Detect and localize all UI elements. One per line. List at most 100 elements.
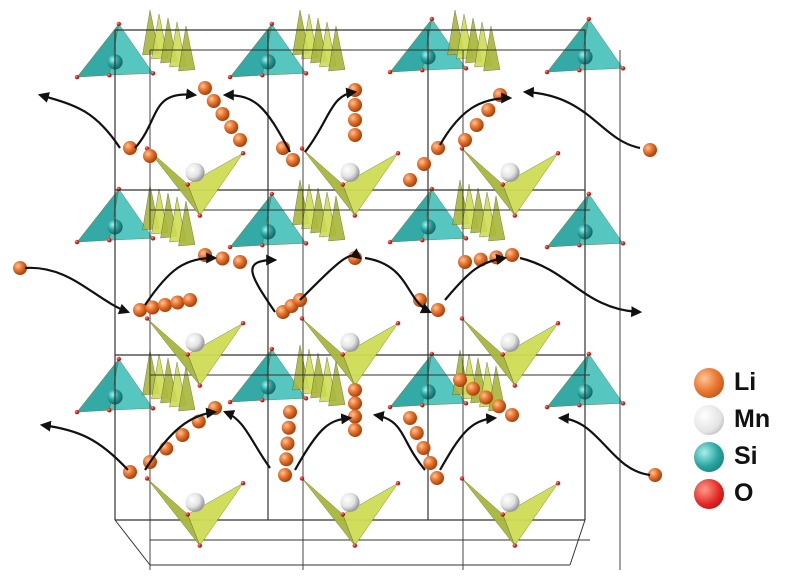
tetrahedron-face [342,323,399,387]
li-diffusion-arrow [522,86,641,150]
li-atom [505,408,519,422]
tetrahedron-face [502,323,559,387]
li-diffusion-arrow [134,88,198,149]
li-atom [215,107,230,121]
o-atom [240,481,246,486]
si-tetrahedron [544,351,626,410]
o-atom [620,66,626,71]
o-atom [577,68,582,73]
li-atom [466,381,480,396]
o-atom [352,213,357,218]
li-atom [492,399,506,414]
o-atom [459,476,465,481]
o-atom [512,213,517,218]
mn-atom [340,162,360,182]
mn-tetrahedron [299,146,401,218]
li-atom [348,83,362,97]
li-atom [348,383,362,397]
li-atom [170,295,185,310]
li-atom [416,441,431,455]
o-atom [227,399,233,405]
li-atom [479,390,493,405]
o-atom [512,543,517,548]
li-atom [348,409,362,424]
o-atom [577,403,582,408]
tetrahedron-fin [328,360,346,407]
li-diffusion-arrow [519,256,643,318]
o-atom [500,352,505,357]
tetrahedron-face [187,153,244,217]
o-atom [420,68,425,73]
o-atom [387,69,393,75]
li-atom [431,141,445,155]
li-diffusion-arrow [24,266,131,315]
mn-tetrahedron [459,146,561,218]
li-atom [145,300,160,315]
li-atom [505,248,519,262]
o-atom [555,321,561,326]
o-atom [395,321,401,326]
o-atom [197,213,202,218]
o-atom [577,243,582,248]
li-atom [458,133,472,147]
tetrahedron-face [187,323,244,387]
tetrahedron-face [502,483,559,547]
li-atom [283,405,297,419]
o-atom [463,66,469,71]
tetrahedron-fin [488,195,506,242]
o-atom [500,182,505,187]
o-atom [620,241,626,246]
o-atom [395,151,401,156]
o-atom [150,406,156,411]
o-atom [340,512,345,517]
o-atom [74,239,80,245]
o-atom [387,239,393,245]
o-atom [459,146,465,151]
o-atom [116,21,122,27]
tetrahedron-fin [178,365,196,412]
mn-tetrahedron [299,476,401,548]
o-atom [387,404,393,410]
o-atom [512,383,517,388]
o-atom [620,401,626,406]
li-diffusion-arrow [304,87,358,153]
li-diffusion-arrow [299,248,362,301]
li-diffusion-arrow [39,420,129,471]
li-atom [13,261,27,275]
cell-edge-depth [569,519,586,566]
mn-atom [185,162,205,182]
tetrahedron-fin [328,195,346,242]
li-atom [417,157,431,171]
legend-item-o: O [694,475,799,512]
li-atom [233,133,247,147]
mn-atom [500,332,520,352]
li-diffusion-arrow [37,92,121,149]
li-diffusion-arrow [222,410,271,469]
li-diffusion-arrow [144,252,218,306]
o-atom [197,543,202,548]
legend-item-si: Si [694,438,799,475]
si-tetrahedron [74,186,156,245]
li-diffusion-arrow [294,413,353,471]
o-atom [299,146,305,151]
o-atom [586,16,591,22]
o-atom [116,356,122,362]
o-atom [420,238,425,243]
o-atom [107,73,112,78]
o-atom [463,236,469,241]
o-atom [544,244,550,250]
mn-tetrahedron [144,146,246,218]
si-ball-icon [694,441,724,472]
li-atom [183,293,197,307]
legend-item-mn: Mn [694,401,799,438]
o-atom [555,151,561,156]
o-atom [74,74,80,80]
o-atom [107,408,112,413]
li-diffusion-arrow [439,413,498,471]
o-atom [420,403,425,408]
o-atom [260,398,265,403]
o-atom [303,71,309,76]
li-diffusion-arrow [222,89,291,153]
li-atom [206,94,221,108]
